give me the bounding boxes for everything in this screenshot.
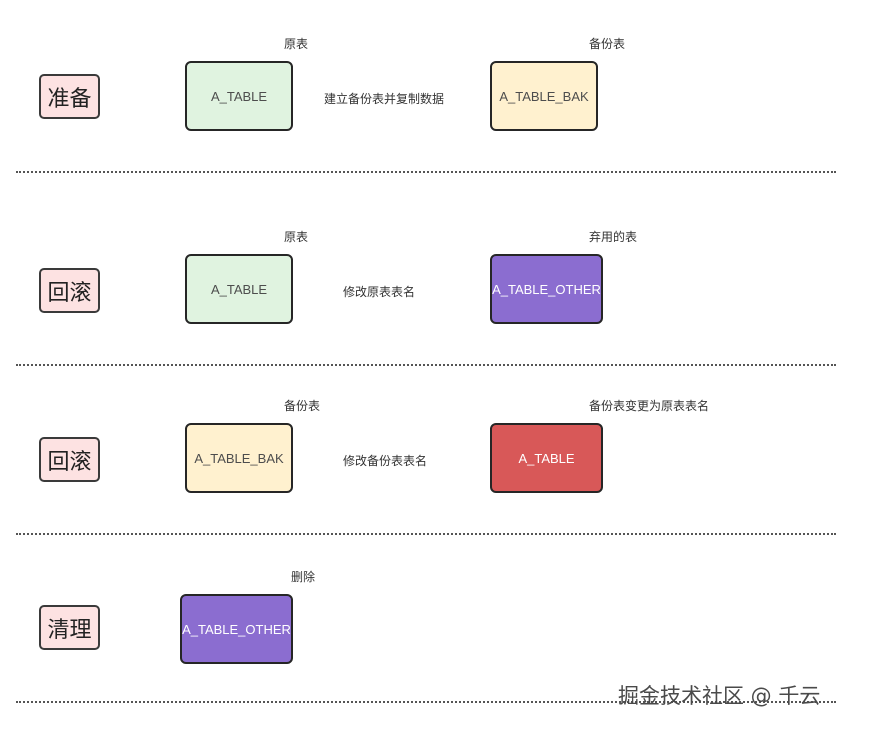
stage-divider [16, 701, 836, 703]
table-node-discarded: A_TABLE_OTHER [180, 594, 293, 664]
source-caption: 原表 [284, 230, 309, 244]
stage-divider [16, 171, 836, 173]
table-node-renamed: A_TABLE [490, 423, 603, 493]
stage-label-cleanup: 清理 [39, 605, 100, 650]
target-caption: 备份表 [589, 37, 626, 51]
source-caption: 删除 [291, 570, 316, 584]
watermark: 掘金技术社区 @ 千云 [618, 684, 821, 708]
stage-label-prepare: 准备 [39, 74, 100, 119]
stage-label-rollback: 回滚 [39, 268, 100, 313]
target-caption: 弃用的表 [589, 230, 638, 244]
table-node-original: A_TABLE [185, 61, 293, 131]
action-label: 建立备份表并复制数据 [324, 92, 445, 106]
source-caption: 原表 [284, 37, 309, 51]
source-caption: 备份表 [284, 399, 321, 413]
target-caption: 备份表变更为原表表名 [589, 399, 710, 413]
table-node-discarded: A_TABLE_OTHER [490, 254, 603, 324]
action-label: 修改备份表表名 [343, 454, 428, 468]
table-node-original: A_TABLE [185, 254, 293, 324]
table-node-backup: A_TABLE_BAK [490, 61, 598, 131]
stage-label-rollback: 回滚 [39, 437, 100, 482]
stage-divider [16, 533, 836, 535]
stage-divider [16, 364, 836, 366]
action-label: 修改原表表名 [343, 285, 416, 299]
table-node-backup: A_TABLE_BAK [185, 423, 293, 493]
